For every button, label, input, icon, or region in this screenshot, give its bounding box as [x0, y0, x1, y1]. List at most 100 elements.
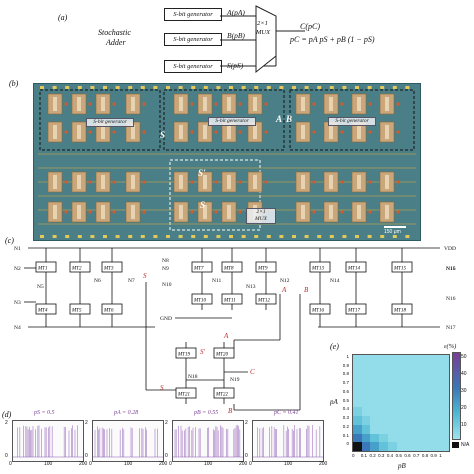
- svg-text:MT20: MT20: [215, 353, 228, 358]
- heatmap-x-tick: 0.4: [386, 453, 394, 458]
- node-label-n12: N12: [280, 278, 290, 284]
- osc-x-tick: 0: [9, 461, 12, 467]
- heatmap-x-tick: 0.3: [378, 453, 385, 458]
- heatmap-cell: [422, 407, 432, 417]
- transistor-cell: [295, 201, 316, 223]
- heatmap-cell: [370, 407, 380, 417]
- osc-y-tick-min: 0: [245, 453, 248, 459]
- input-b-label: B(pB): [227, 31, 245, 40]
- bond-pad: [304, 86, 309, 89]
- chip-micrograph: [33, 83, 421, 241]
- osc-x-tick: 0: [249, 461, 252, 467]
- osc-plot: [92, 420, 164, 462]
- transistor-mt1: MT1: [35, 261, 57, 273]
- adder-equation: pC = pA pS + pB (1 − pS): [290, 35, 375, 44]
- bond-pad: [254, 86, 259, 89]
- node-label-n3: N3: [14, 300, 21, 306]
- transistor-cell: [295, 171, 316, 193]
- transistor-cell: [47, 93, 68, 115]
- heatmap-cell: [379, 416, 388, 425]
- transistor-cell: [47, 121, 68, 143]
- chip-mux-line2: MUX: [255, 216, 267, 222]
- scale-bar-text: 150 μm: [384, 229, 401, 235]
- heatmap-y-tick: 0.6: [342, 388, 349, 394]
- osc-plot: [172, 420, 244, 462]
- mux-shape: [255, 5, 277, 74]
- heatmap-cell: [440, 372, 449, 382]
- osc-x-tick: 200: [319, 461, 328, 467]
- heatmap-cell: [361, 416, 371, 425]
- heatmap-cell: [431, 398, 441, 408]
- svg-text:MT5: MT5: [71, 309, 82, 314]
- heatmap-cell: [431, 424, 441, 434]
- bond-pad: [392, 235, 397, 238]
- osc-y-tick-max: 2: [85, 420, 88, 426]
- transistor-cell: [125, 171, 146, 193]
- heatmap-cell: [440, 442, 449, 451]
- svg-text:MT13: MT13: [311, 267, 324, 272]
- bond-pad: [392, 86, 397, 89]
- heatmap-cell: [431, 381, 441, 390]
- heatmap-cell: [431, 389, 441, 399]
- osc-x-tick: 100: [44, 461, 53, 467]
- svg-text:MT1: MT1: [37, 267, 47, 272]
- transistor-mt15: MT15: [391, 261, 413, 273]
- transistor-cell: [173, 93, 194, 115]
- heatmap-cell: [370, 389, 380, 399]
- colorbar-tick: 30: [461, 388, 467, 394]
- heatmap-y-label: pA: [330, 398, 338, 406]
- heatmap-cell: [431, 442, 441, 451]
- bond-pad: [40, 235, 44, 238]
- bond-pad: [355, 86, 359, 89]
- osc-y-tick-min: 0: [5, 453, 8, 459]
- transistor-cell: [379, 171, 400, 193]
- heatmap-cell: [387, 398, 397, 408]
- svg-text:MT22: MT22: [215, 393, 228, 398]
- heatmap-x-tick: 0.6: [404, 453, 411, 458]
- scale-bar: 150 μm: [384, 226, 406, 235]
- node-label-n5: N5: [37, 284, 44, 290]
- node-label-vdd: VDD: [444, 246, 456, 252]
- transistor-mt17: MT17: [345, 303, 367, 315]
- svg-text:MT16: MT16: [311, 309, 324, 314]
- heatmap-cell: [405, 355, 415, 364]
- colorbar-tick: 50: [461, 354, 467, 360]
- error-heatmap: [352, 354, 450, 452]
- bond-pad: [203, 235, 208, 238]
- bond-pad: [178, 235, 183, 238]
- heatmap-cell: [422, 363, 432, 373]
- chip-label-generator-1: S-bit generator: [86, 118, 134, 127]
- signal-a-mux: A: [223, 332, 229, 340]
- heatmap-cell: [440, 424, 449, 434]
- heatmap-cell: [422, 389, 432, 399]
- heatmap-cell: [396, 398, 406, 408]
- heatmap-x-tick: 0.9: [430, 453, 437, 458]
- transistor-cell: [197, 171, 218, 193]
- bond-pad: [329, 235, 334, 238]
- heatmap-cell: [422, 416, 432, 425]
- heatmap-y-tick: 0.5: [342, 397, 349, 403]
- heatmap-x-label: pB: [398, 462, 406, 470]
- heatmap-cell: [431, 416, 441, 425]
- node-label-n15b: N16: [446, 266, 456, 272]
- svg-text:MT15: MT15: [393, 267, 406, 272]
- heatmap-cell: [353, 381, 362, 390]
- osc-trace: [13, 425, 83, 458]
- osc-plot-title: pC = 0.41: [274, 410, 299, 416]
- transistor-mt11: MT11: [221, 293, 243, 305]
- osc-y-tick-max: 2: [165, 420, 168, 426]
- transistor-cell: [351, 171, 372, 193]
- heatmap-y-tick: 0: [346, 441, 349, 447]
- heatmap-cell: [379, 424, 388, 434]
- bond-pad: [304, 235, 309, 238]
- heatmap-cell: [422, 442, 432, 451]
- bond-pad: [153, 235, 158, 238]
- bond-pad: [279, 86, 284, 89]
- heatmap-cell: [440, 398, 449, 408]
- heatmap-cell: [414, 372, 423, 382]
- transistor-cell: [295, 121, 316, 143]
- scale-bar-line: [384, 226, 406, 228]
- transistor-cell: [47, 201, 68, 223]
